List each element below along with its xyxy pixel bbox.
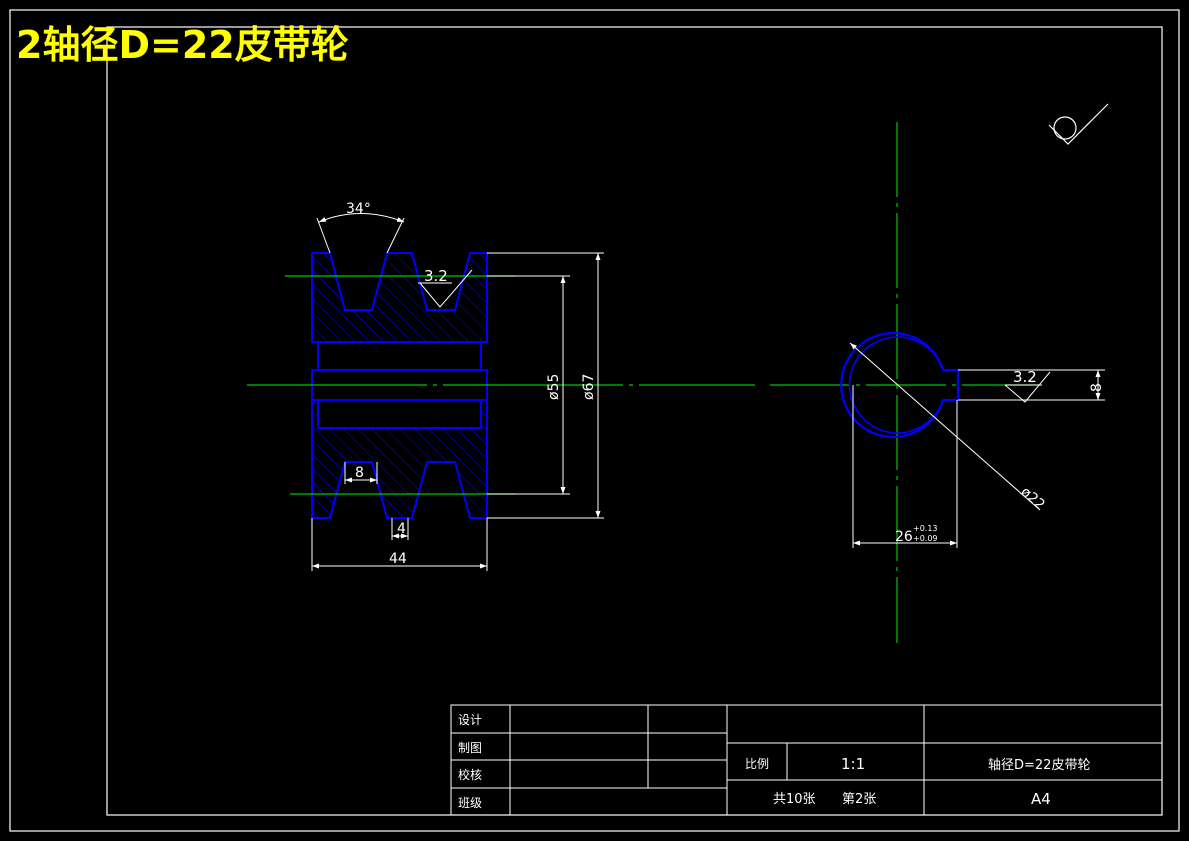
dim-groove-angle: 34° — [346, 201, 371, 217]
pulley-section-view — [311, 252, 488, 519]
dim-dia-outer: ø67 — [581, 374, 597, 400]
paper-size: A4 — [1031, 790, 1051, 808]
dim-dia-inner: ø55 — [546, 374, 562, 400]
dim-keyway-roughness: 3.2 — [1013, 368, 1037, 386]
label-class: 班级 — [458, 796, 482, 810]
bore-lower-slot — [317, 399, 482, 429]
dim-groove-bottom-width: 4 — [397, 521, 406, 537]
dim-keyway-depth: 26 — [895, 529, 913, 545]
label-designer: 设计 — [458, 713, 482, 727]
scale-value: 1:1 — [841, 755, 865, 773]
outer-frame — [9, 9, 1180, 832]
part-name: 轴径D=22皮带轮 — [988, 758, 1090, 773]
drawing-title: 2轴径D=22皮带轮 — [16, 23, 349, 67]
sheets-total: 共10张 — [773, 792, 816, 807]
dim-bore-diameter: ø22 — [1017, 484, 1047, 513]
sheet-number: 第2张 — [842, 792, 876, 807]
end-view-center-lines — [770, 122, 1040, 643]
title-block — [450, 704, 1163, 816]
label-drafter: 制图 — [458, 741, 482, 755]
dim-section-roughness: 3.2 — [424, 267, 448, 285]
section-center-lines — [247, 275, 755, 495]
label-scale: 比例 — [745, 757, 769, 771]
keyway-slot — [317, 341, 482, 371]
label-checker: 校核 — [458, 767, 482, 782]
dim-groove-top-width: 8 — [355, 465, 364, 481]
dim-tol-upper: +0.13 — [913, 524, 938, 533]
dim-keyway-width: 8 — [1089, 383, 1105, 392]
section-dimensions — [311, 213, 604, 571]
end-view-dimensions — [849, 342, 1105, 548]
dim-tol-lower: +0.09 — [913, 534, 938, 543]
inner-frame — [106, 26, 1163, 816]
surface-finish-symbol-icon — [1048, 103, 1109, 145]
section-upper-half — [311, 252, 488, 343]
dim-total-width: 44 — [389, 551, 407, 567]
bore-with-keyway — [840, 331, 960, 439]
